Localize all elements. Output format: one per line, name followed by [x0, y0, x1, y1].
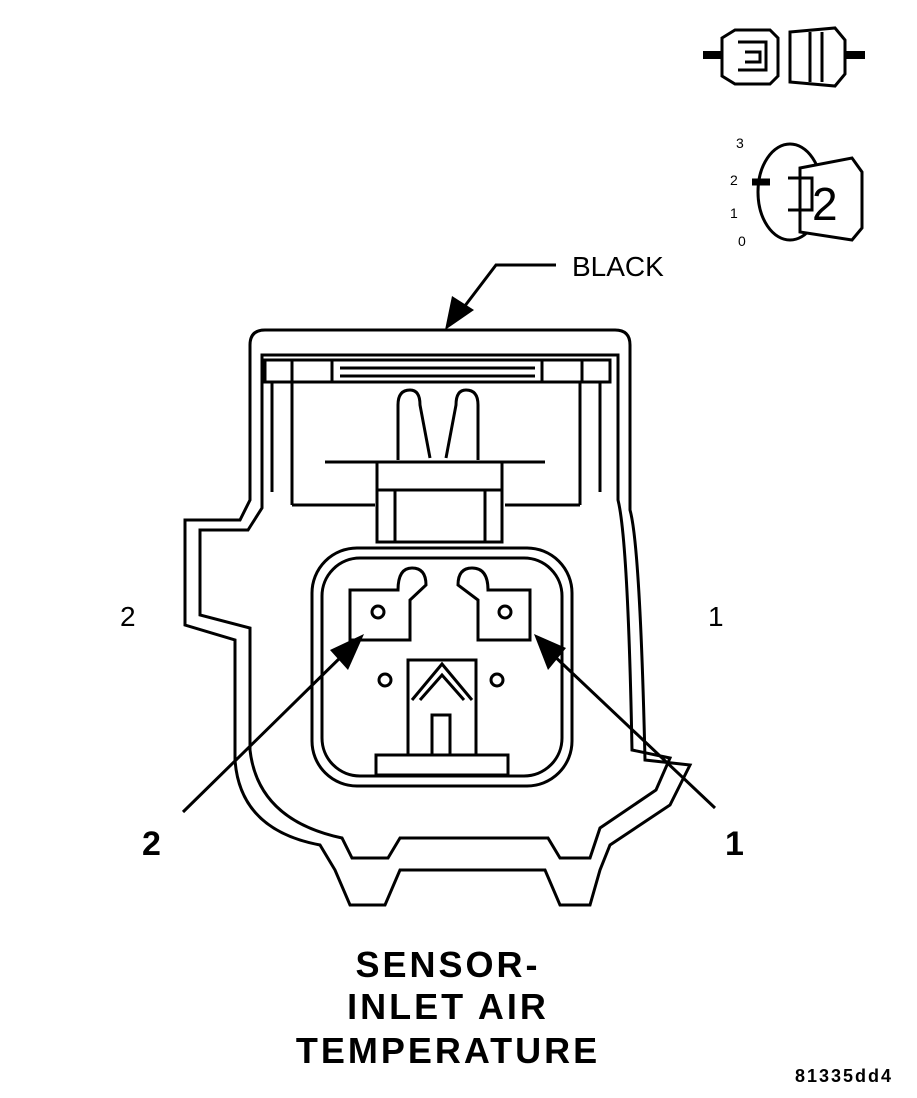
title-line-3: TEMPERATURE [296, 1030, 600, 1071]
pin-callout-right-arrow [534, 634, 717, 810]
lock-position-2: 2 [730, 172, 738, 188]
connector-mating-icon [703, 26, 865, 88]
reference-code: 81335dd4 [795, 1066, 893, 1086]
connector-housing [183, 328, 693, 907]
title-line-2: INLET AIR [347, 986, 549, 1027]
lock-position-value: 2 [812, 178, 838, 230]
lock-position-icon: 3 2 1 0 2 [730, 135, 864, 249]
title-line-1: SENSOR- [355, 944, 540, 985]
color-label: BLACK [572, 251, 664, 282]
side-label-right: 1 [708, 601, 724, 632]
pin-callout-left-arrow [181, 634, 364, 814]
lock-position-0: 0 [738, 233, 746, 249]
lock-position-1: 1 [730, 205, 738, 221]
pin-callout-right: 1 [725, 825, 744, 863]
lock-position-3: 3 [736, 135, 744, 151]
side-label-left: 2 [120, 601, 136, 632]
color-callout: BLACK [445, 251, 664, 330]
pin-callout-left: 2 [142, 825, 161, 863]
